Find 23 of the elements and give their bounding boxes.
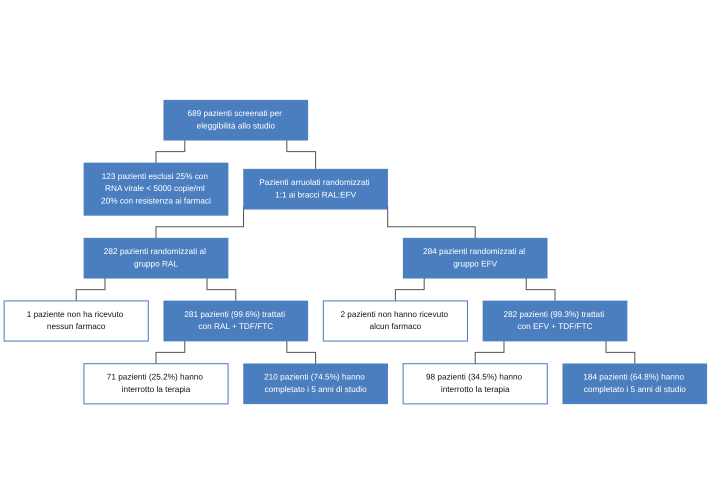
node-box: 282 pazienti randomizzati al gruppo RAL	[84, 238, 228, 279]
node-box: 123 pazienti esclusi 25% con RNA virale < 5000 copie/ml 20% con resistenza ai farmaci	[84, 162, 228, 216]
connector	[606, 341, 636, 364]
node-box: 284 pazienti randomizzati al gruppo EFV	[402, 238, 548, 279]
node-box: Pazienti arruolati randomizzati 1:1 ai bracci RAL:EFV	[243, 168, 388, 210]
connector	[286, 140, 316, 170]
node-box: 282 pazienti (99.3%) trattati con EFV + TDF/FTC	[482, 300, 628, 342]
connector	[206, 278, 236, 302]
node-box: 2 pazienti non hanno ricevuto alcun farmaco	[322, 300, 468, 342]
connector	[155, 341, 186, 364]
node-box: 1 paziente non ha ricevuto nessun farmaco	[4, 300, 149, 342]
connector	[526, 278, 556, 302]
connector	[76, 278, 106, 302]
node-box: 210 pazienti (74.5%) hanno completato i 5 anni di studio	[243, 363, 388, 404]
node-box: 689 pazienti screenati per eleggibilità allo studio	[163, 100, 308, 141]
node-box: 98 pazienti (34.5%) hanno interrotto la terapia	[402, 363, 548, 404]
node-box: 184 pazienti (64.8%) hanno completato i 5 anni di studio	[562, 363, 708, 404]
connector	[155, 140, 186, 164]
connector	[286, 341, 316, 364]
connector	[474, 341, 504, 364]
connector	[394, 278, 425, 302]
node-box: 71 pazienti (25.2%) hanno interrotto la terapia	[83, 363, 229, 404]
node-box: 281 pazienti (99.6%) trattati con RAL + TDF/FTC	[163, 300, 308, 342]
